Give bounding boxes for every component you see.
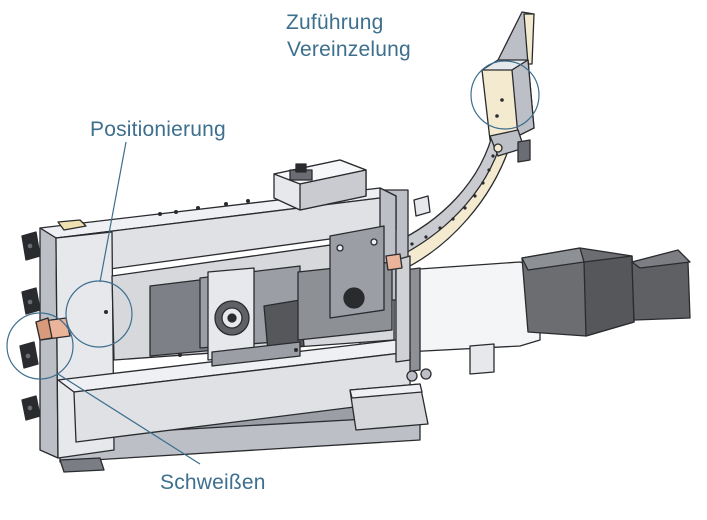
callout-circle-welding — [6, 312, 74, 380]
lower-housing — [349, 383, 429, 431]
label-welding: Schweißen — [160, 471, 266, 494]
frame-holes — [104, 199, 250, 314]
callout-circle-feed — [470, 60, 540, 130]
label-positioning: Positionierung — [90, 118, 226, 141]
pneumatic-fittings — [385, 195, 495, 382]
top-clamp — [273, 159, 367, 211]
callout-circle-positioning — [65, 280, 133, 348]
drive-cylinder — [404, 261, 541, 353]
label-separation: Vereinzelung — [287, 38, 411, 61]
feed-separation-unit — [481, 11, 535, 163]
welding-electrode — [35, 317, 71, 341]
leader-line-welding — [57, 373, 201, 465]
callouts — [6, 60, 540, 465]
drive-motor — [521, 247, 691, 337]
frame-bolts — [19, 219, 87, 421]
label-feed: Zuführung — [286, 11, 384, 34]
inner-mechanism — [149, 225, 393, 367]
leader-line-positioning — [99, 141, 127, 283]
